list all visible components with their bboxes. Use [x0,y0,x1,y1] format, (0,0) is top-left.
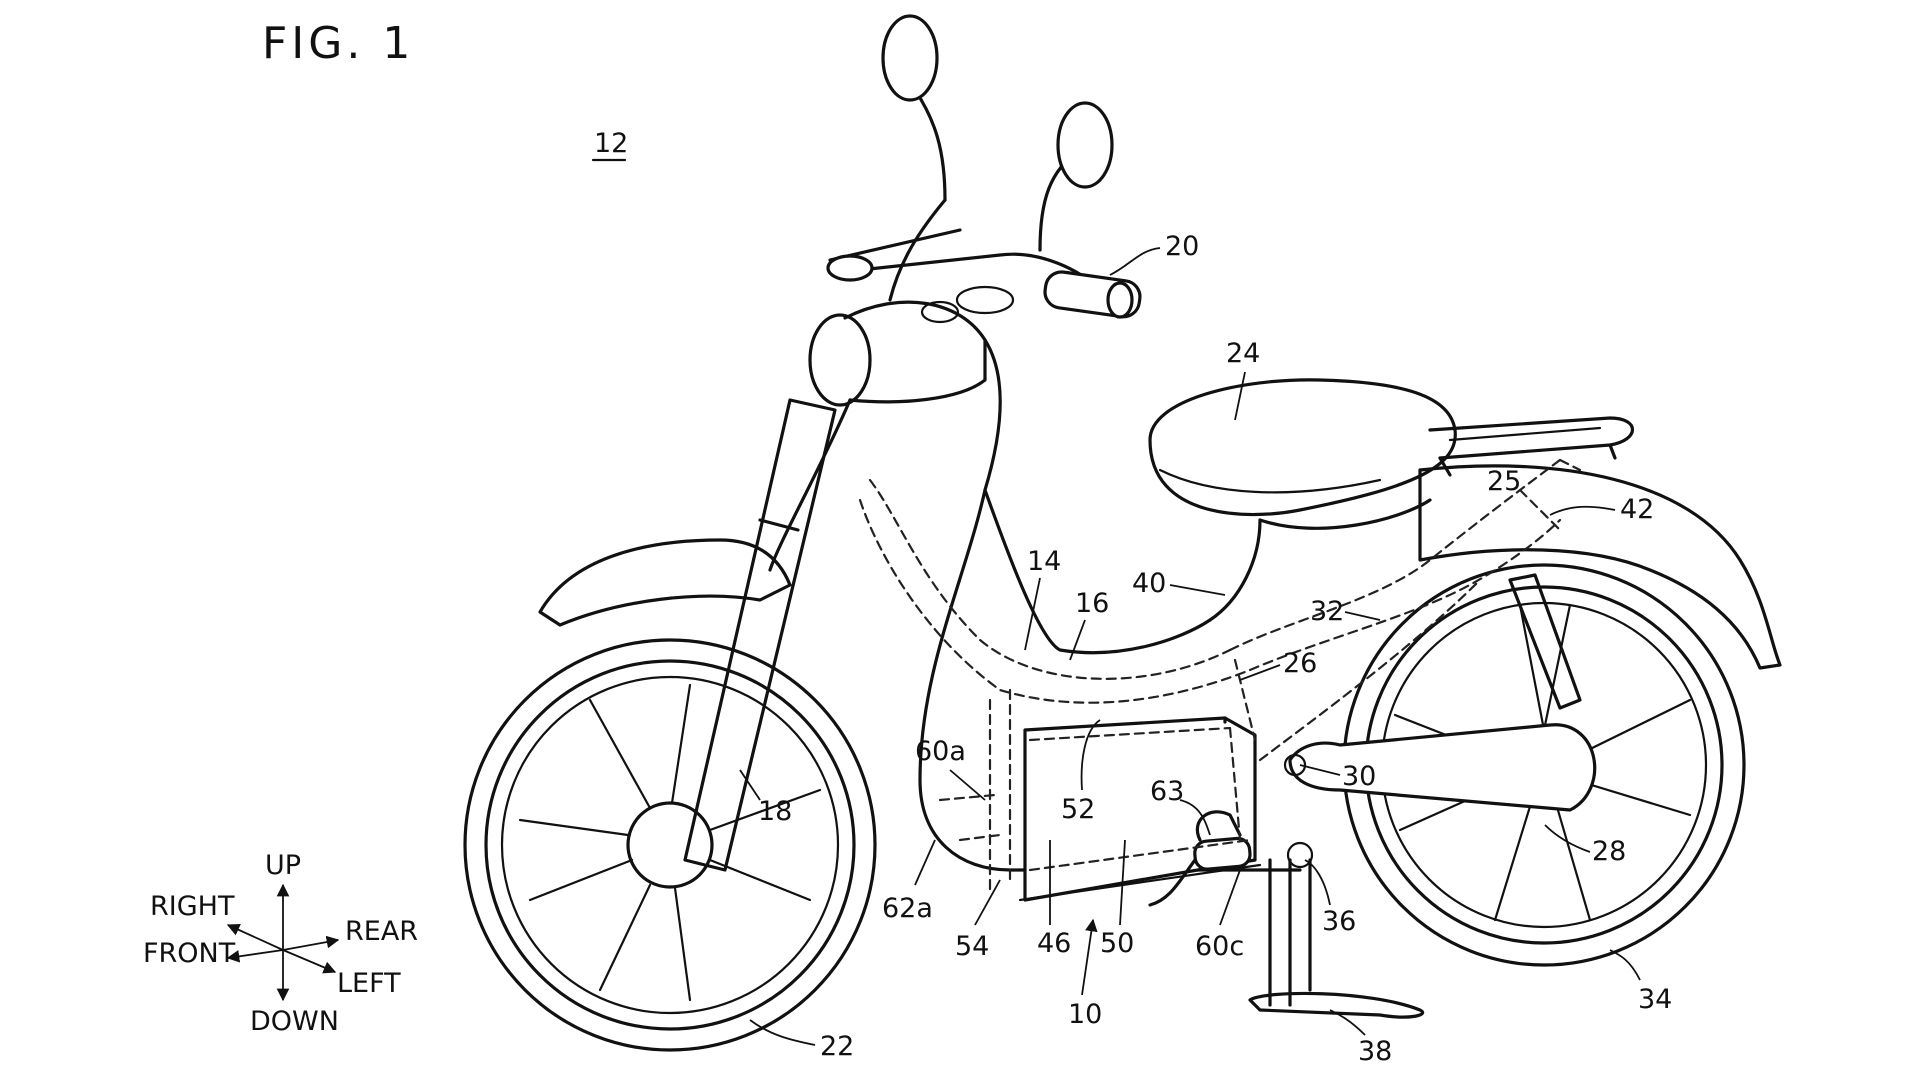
rear-carrier [1428,416,1635,477]
ref-label-10: 10 [1068,999,1102,1030]
direction-up: UP [265,850,301,881]
right-mirror [1056,101,1114,189]
ref-label-20: 20 [1165,231,1199,262]
ref-label-63: 63 [1150,776,1184,807]
ref-label-36: 36 [1322,906,1356,937]
ref-label-14: 14 [1027,546,1061,577]
ref-label-22: 22 [820,1031,854,1062]
ref-label-28: 28 [1592,836,1626,867]
ref-label-24: 24 [1226,338,1260,369]
headlight [808,313,872,407]
direction-front: FRONT [143,938,236,969]
ref-label-25: 25 [1487,466,1521,497]
rear-fender [1418,464,1782,670]
direction-left: LEFT [337,968,401,999]
ref-label-34: 34 [1638,984,1672,1015]
ref-label-52: 52 [1061,794,1095,825]
ref-label-16: 16 [1075,588,1109,619]
direction-right: RIGHT [150,891,235,922]
ref-label-18: 18 [758,796,792,827]
front-fender [538,538,792,627]
rear-shock [1508,573,1582,710]
direction-rear: REAR [345,916,418,947]
ref-label-46: 46 [1037,928,1071,959]
leg-shield [768,338,1302,872]
assembly-label: 12 [594,128,628,159]
battery-unit [1018,716,1262,907]
front-wheel [463,638,877,1052]
ref-label-62a: 62a [882,893,933,924]
ref-label-38: 38 [1358,1036,1392,1067]
ref-label-50: 50 [1100,928,1134,959]
reference-callouts: 20 24 25 42 14 16 40 32 26 60a 52 63 30 … [739,231,1672,1067]
ref-label-26: 26 [1283,648,1317,679]
direction-down: DOWN [250,1006,339,1037]
ref-label-40: 40 [1132,568,1166,599]
ref-label-30: 30 [1342,761,1376,792]
ref-label-60a: 60a [915,736,966,767]
side-stand [1248,841,1424,1019]
swing-arm [1288,723,1597,812]
direction-indicator: UP DOWN RIGHT FRONT REAR LEFT [143,850,418,1037]
figure-title: FIG. 1 [262,18,414,69]
seat [1148,378,1457,517]
hidden-frame-lines [858,458,1582,892]
front-fork [683,398,837,872]
ref-label-60c: 60c [1195,931,1244,962]
ref-label-42: 42 [1620,494,1654,525]
handlebar-assembly [826,14,1142,324]
ref-label-32: 32 [1310,596,1344,627]
left-mirror [881,14,939,102]
ref-label-54: 54 [955,931,989,962]
